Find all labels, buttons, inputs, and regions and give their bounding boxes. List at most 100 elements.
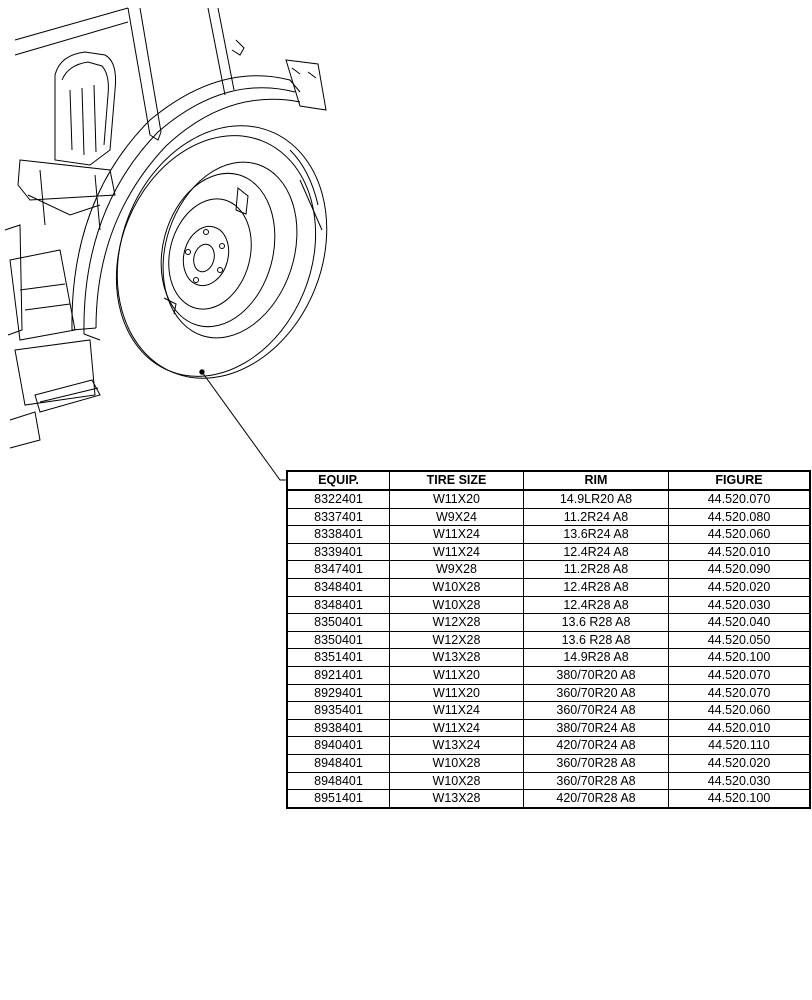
cell-figure: 44.520.060 (668, 525, 811, 544)
cell-equip: 8348401 (286, 595, 390, 615)
cell-rim: 12.4R24 A8 (523, 542, 669, 562)
cell-figure: 44.520.090 (668, 560, 811, 579)
cell-equip: 8337401 (286, 507, 390, 527)
leader-line (199, 369, 287, 481)
cell-rim: 13.6 R28 A8 (523, 613, 669, 632)
cell-tire-size: W9X24 (389, 507, 524, 527)
cell-figure: 44.520.010 (668, 542, 811, 562)
cell-rim: 360/70R24 A8 (523, 701, 669, 720)
cell-tire-size: W10X28 (389, 595, 524, 615)
cell-rim: 11.2R24 A8 (523, 507, 669, 527)
header-tire-size: TIRE SIZE (389, 470, 524, 491)
cell-equip: 8940401 (286, 736, 390, 755)
cell-figure: 44.520.020 (668, 577, 811, 597)
cell-equip: 8351401 (286, 648, 390, 667)
cell-tire-size: W11X24 (389, 718, 524, 738)
cell-rim: 420/70R24 A8 (523, 736, 669, 755)
cell-equip: 8348401 (286, 577, 390, 597)
cell-equip: 8921401 (286, 665, 390, 685)
cell-tire-size: W11X20 (389, 665, 524, 685)
cell-tire-size: W9X28 (389, 560, 524, 579)
cell-rim: 380/70R24 A8 (523, 718, 669, 738)
cell-equip: 8948401 (286, 753, 390, 773)
cell-tire-size: W12X28 (389, 630, 524, 650)
cell-tire-size: W12X28 (389, 613, 524, 632)
cell-tire-size: W11X24 (389, 542, 524, 562)
cell-tire-size: W11X24 (389, 701, 524, 720)
rops-frame (14, 7, 245, 141)
cell-tire-size: W13X28 (389, 648, 524, 667)
cell-equip: 8350401 (286, 630, 390, 650)
table-header-row: EQUIP. TIRE SIZE RIM FIGURE (286, 470, 811, 491)
cell-rim: 13.6 R28 A8 (523, 630, 669, 650)
rear-tire (115, 125, 328, 379)
operator-seat (17, 51, 116, 231)
cell-figure: 44.520.030 (668, 771, 811, 791)
cell-figure: 44.520.020 (668, 753, 811, 773)
cell-equip: 8948401 (286, 771, 390, 791)
cell-rim: 360/70R28 A8 (523, 753, 669, 773)
wheel-rim (160, 172, 276, 328)
cell-tire-size: W11X20 (389, 683, 524, 703)
cell-rim: 14.9R28 A8 (523, 648, 669, 667)
cell-figure: 44.520.100 (668, 648, 811, 667)
cell-figure: 44.520.080 (668, 507, 811, 527)
cell-equip: 8951401 (286, 789, 390, 809)
cell-equip: 8350401 (286, 613, 390, 632)
cell-equip: 8338401 (286, 525, 390, 544)
cell-tire-size: W10X28 (389, 753, 524, 773)
cell-rim: 14.9LR20 A8 (523, 489, 669, 509)
cell-rim: 11.2R28 A8 (523, 560, 669, 579)
header-figure: FIGURE (668, 470, 811, 491)
cell-rim: 360/70R20 A8 (523, 683, 669, 703)
cell-tire-size: W11X24 (389, 525, 524, 544)
cell-tire-size: W10X28 (389, 577, 524, 597)
cell-tire-size: W10X28 (389, 771, 524, 791)
cell-figure: 44.520.010 (668, 718, 811, 738)
cell-figure: 44.520.040 (668, 613, 811, 632)
cell-figure: 44.520.110 (668, 736, 811, 755)
cell-tire-size: W13X24 (389, 736, 524, 755)
cell-rim: 12.4R28 A8 (523, 595, 669, 615)
cell-equip: 8339401 (286, 542, 390, 562)
cell-tire-size: W11X20 (389, 489, 524, 509)
cell-figure: 44.520.060 (668, 701, 811, 720)
cell-tire-size: W13X28 (389, 789, 524, 809)
cell-figure: 44.520.050 (668, 630, 811, 650)
cell-rim: 13.6R24 A8 (523, 525, 669, 544)
cell-rim: 420/70R28 A8 (523, 789, 669, 809)
rear-fender (71, 59, 327, 341)
cell-figure: 44.520.030 (668, 595, 811, 615)
cell-equip: 8322401 (286, 489, 390, 509)
cell-figure: 44.520.070 (668, 489, 811, 509)
cell-figure: 44.520.070 (668, 665, 811, 685)
header-rim: RIM (523, 470, 669, 491)
cell-equip: 8938401 (286, 718, 390, 738)
cell-equip: 8935401 (286, 701, 390, 720)
cell-equip: 8929401 (286, 683, 390, 703)
steps-and-frame (4, 224, 101, 449)
cell-rim: 12.4R28 A8 (523, 577, 669, 597)
cell-rim: 380/70R20 A8 (523, 665, 669, 685)
cell-figure: 44.520.100 (668, 789, 811, 809)
header-equip: EQUIP. (286, 470, 390, 491)
